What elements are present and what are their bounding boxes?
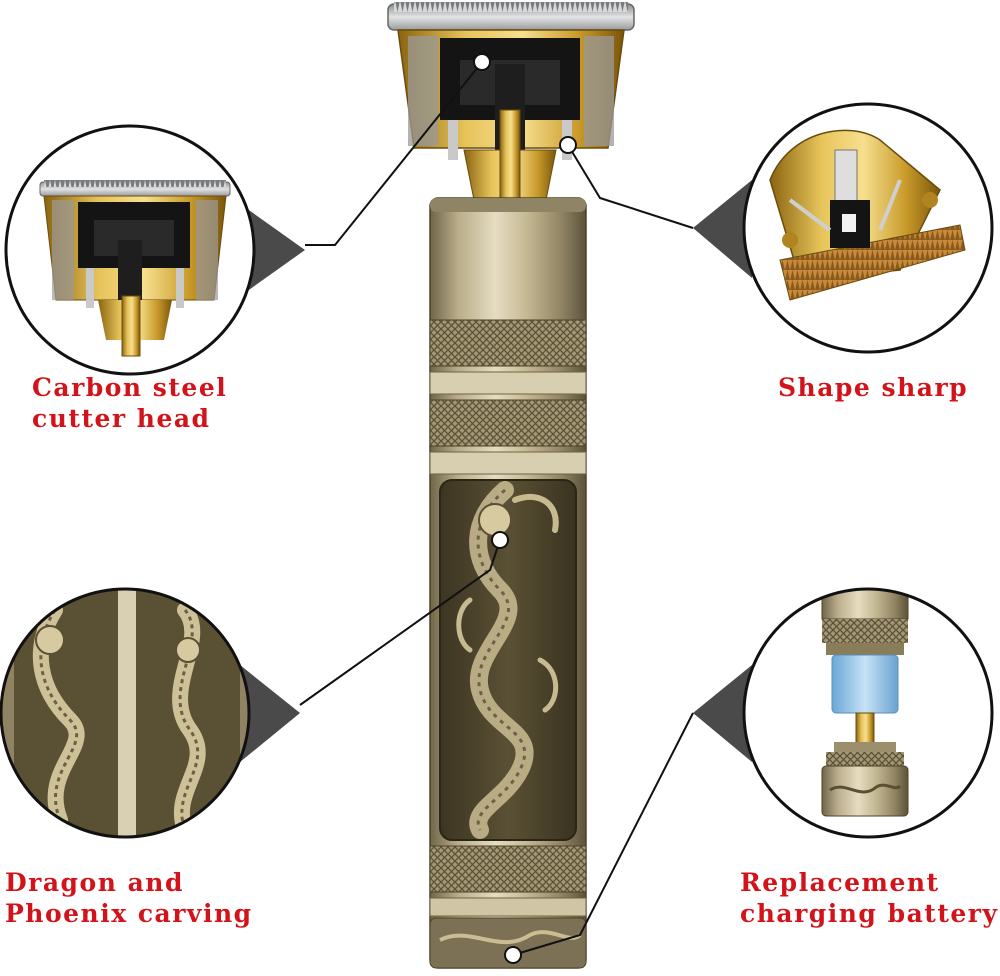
marker-dot-cutter-head <box>473 53 491 71</box>
callout-wedge-top-left <box>246 208 305 292</box>
leader-line-carving <box>299 539 501 706</box>
leader-line-battery <box>512 712 694 956</box>
label-battery-line2: charging battery <box>740 899 999 928</box>
label-battery: Replacement charging battery <box>740 867 999 929</box>
label-cutter-head: Carbon steel cutter head <box>32 372 227 434</box>
trimmer-body <box>429 197 587 969</box>
zoom-circle-cutter-head <box>4 124 256 376</box>
zoom-circle-carving <box>0 587 251 839</box>
label-shape-sharp: Shape sharp <box>778 372 968 403</box>
trimmer-main <box>387 2 635 969</box>
zoom-circle-battery <box>742 587 994 839</box>
callout-wedge-bottom-right <box>693 665 752 762</box>
label-shape-sharp-line1: Shape sharp <box>778 373 969 402</box>
marker-dot-shape-sharp <box>559 136 577 154</box>
zoom-circle-shape-sharp <box>742 102 994 354</box>
trimmer-blade-head <box>387 2 635 206</box>
label-carving-line2: Phoenix carving <box>5 899 253 928</box>
label-cutter-head-line1: Carbon steel <box>32 373 228 402</box>
marker-dot-battery <box>504 946 522 964</box>
label-carving-line1: Dragon and <box>5 868 184 897</box>
marker-dot-carving <box>491 531 509 549</box>
label-cutter-head-line2: cutter head <box>32 404 211 433</box>
label-carving: Dragon and Phoenix carving <box>5 867 253 929</box>
leader-line-shape-sharp <box>567 144 694 229</box>
label-battery-line1: Replacement <box>740 868 940 897</box>
callout-wedge-bottom-left <box>240 665 300 762</box>
leader-line-cutter-head <box>305 61 483 246</box>
callout-wedge-top-right <box>693 180 752 278</box>
